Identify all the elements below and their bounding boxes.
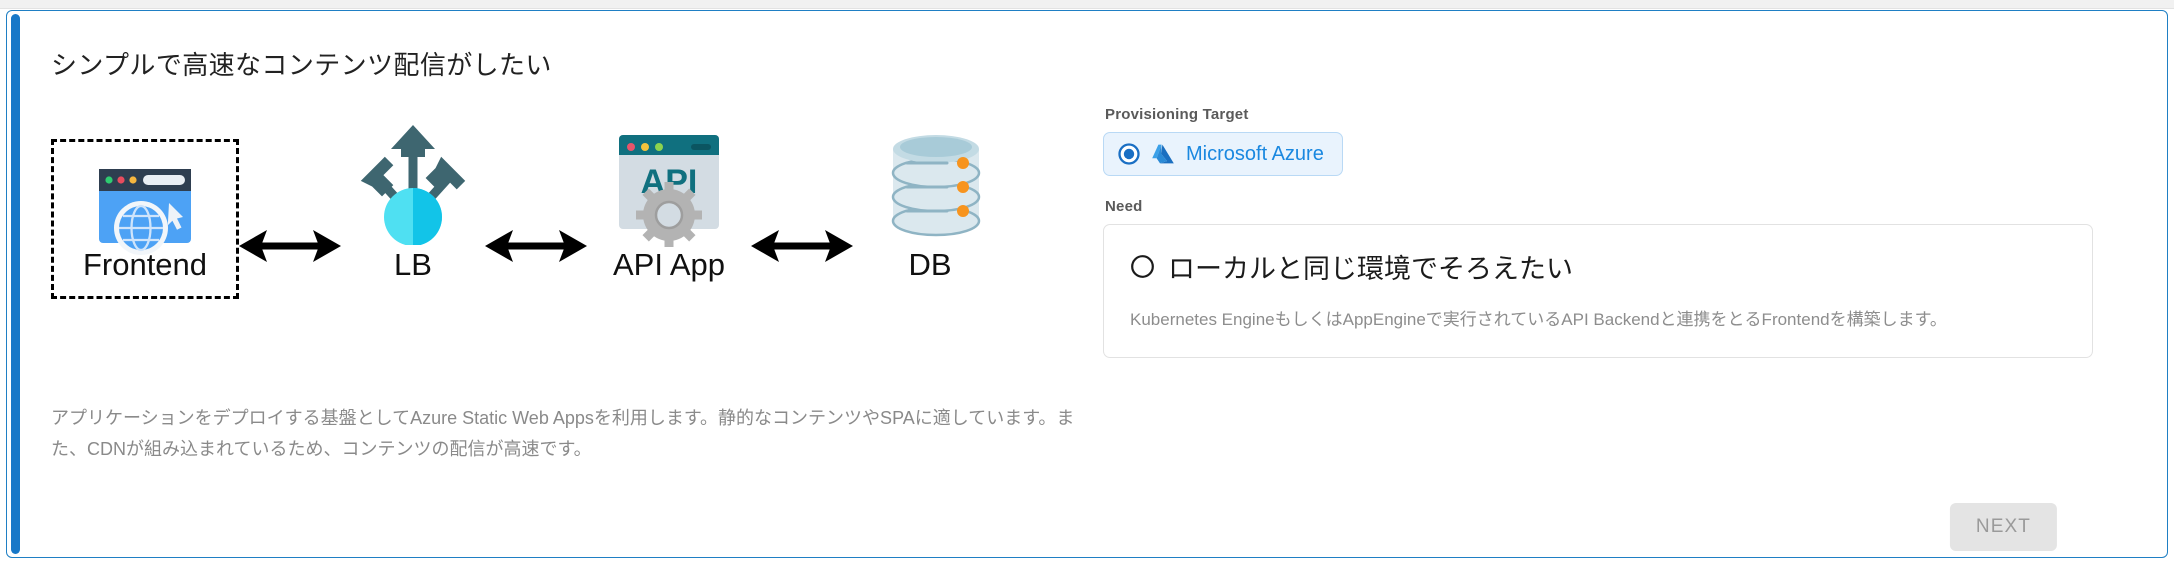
diagram-node-label: Frontend bbox=[82, 247, 208, 282]
connector-frontend-lb bbox=[239, 221, 341, 276]
connector-lb-api bbox=[485, 221, 587, 276]
diagram-node-label: API App bbox=[612, 247, 726, 282]
connector-api-db bbox=[751, 221, 853, 276]
radio-unselected-icon[interactable] bbox=[1130, 254, 1155, 279]
database-cylinder-icon bbox=[883, 129, 989, 252]
solution-description: アプリケーションをデプロイする基盤としてAzure Static Web App… bbox=[51, 408, 1075, 459]
radio-selected-icon bbox=[1118, 143, 1140, 165]
card-accent-bar bbox=[11, 14, 20, 554]
diagram-node-label: DB bbox=[908, 247, 952, 282]
need-option-title: ローカルと同じ環境でそろえたい bbox=[1168, 254, 1573, 284]
load-balancer-icon bbox=[355, 121, 471, 250]
diagram-node-label: LB bbox=[394, 247, 432, 282]
provisioning-target-option-label: Microsoft Azure bbox=[1186, 142, 1324, 165]
azure-logo-icon bbox=[1151, 142, 1175, 166]
provisioning-target-label: Provisioning Target bbox=[1105, 106, 1249, 123]
page-title: シンプルで高速なコンテンツ配信がしたい bbox=[51, 50, 552, 80]
frontend-selection-box bbox=[51, 139, 239, 299]
need-option-title-row: ローカルと同じ環境でそろえたい bbox=[1130, 247, 2066, 286]
architecture-diagram: Frontend bbox=[51, 121, 1071, 371]
api-window-gear-icon: API bbox=[613, 129, 725, 252]
config-panel: Provisioning Target Microsoft Azure bbox=[1103, 106, 2093, 358]
browser-globe-icon bbox=[93, 153, 197, 262]
need-option-description: Kubernetes EngineもしくはAppEngineで実行されているAP… bbox=[1130, 310, 1947, 329]
page-top-band bbox=[0, 0, 2174, 9]
next-button[interactable]: NEXT bbox=[1949, 503, 2057, 551]
wizard-card: シンプルで高速なコンテンツ配信がしたい bbox=[6, 10, 2168, 558]
provisioning-target-option-azure[interactable]: Microsoft Azure bbox=[1103, 132, 1343, 176]
need-label: Need bbox=[1105, 198, 1143, 215]
need-option-card[interactable]: ローカルと同じ環境でそろえたい Kubernetes EngineもしくはApp… bbox=[1103, 224, 2093, 358]
